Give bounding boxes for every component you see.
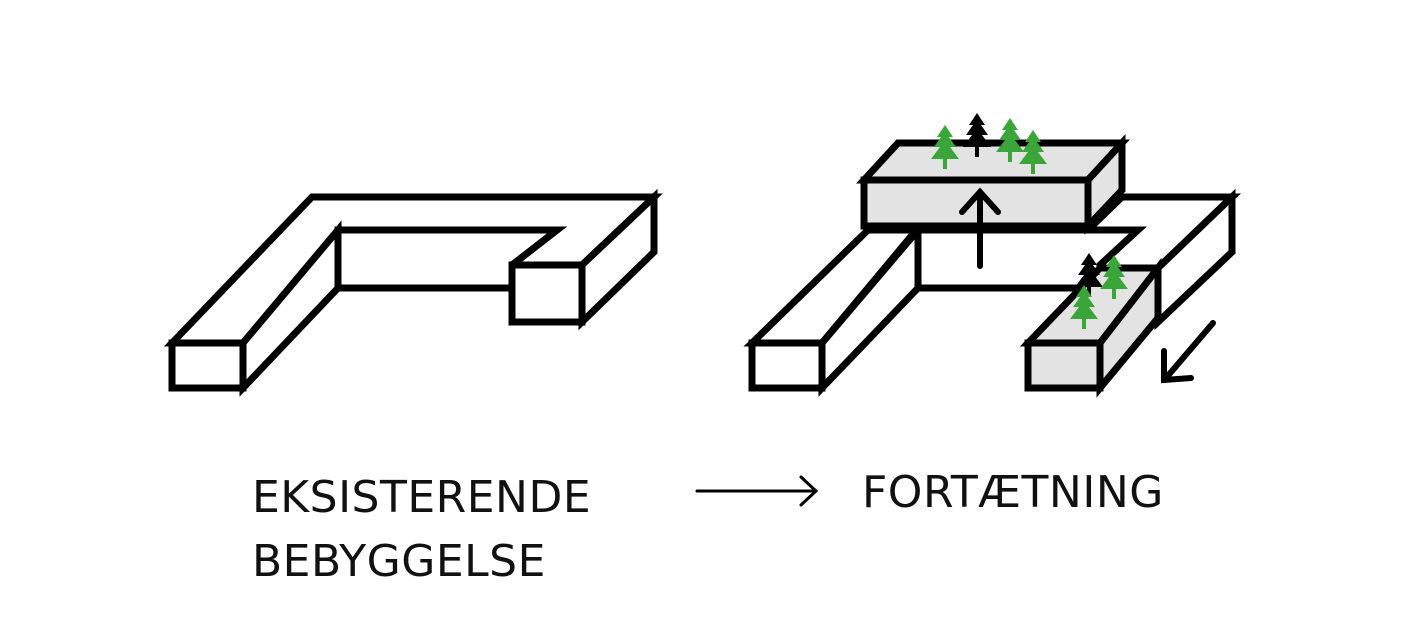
existing-label: EKSISTERENDE BEBYGGELSE	[252, 466, 591, 594]
right-arrow-icon	[695, 475, 819, 507]
up-arrow-icon	[959, 187, 1001, 269]
densified-building	[743, 134, 1241, 398]
existing-building	[163, 188, 663, 397]
densification-label: FORTÆTNING	[862, 467, 1164, 518]
existing-label-line2: BEBYGGELSE	[252, 536, 546, 587]
existing-label-line1: EKSISTERENDE	[252, 472, 592, 523]
down-left-arrow-icon	[1161, 320, 1216, 384]
